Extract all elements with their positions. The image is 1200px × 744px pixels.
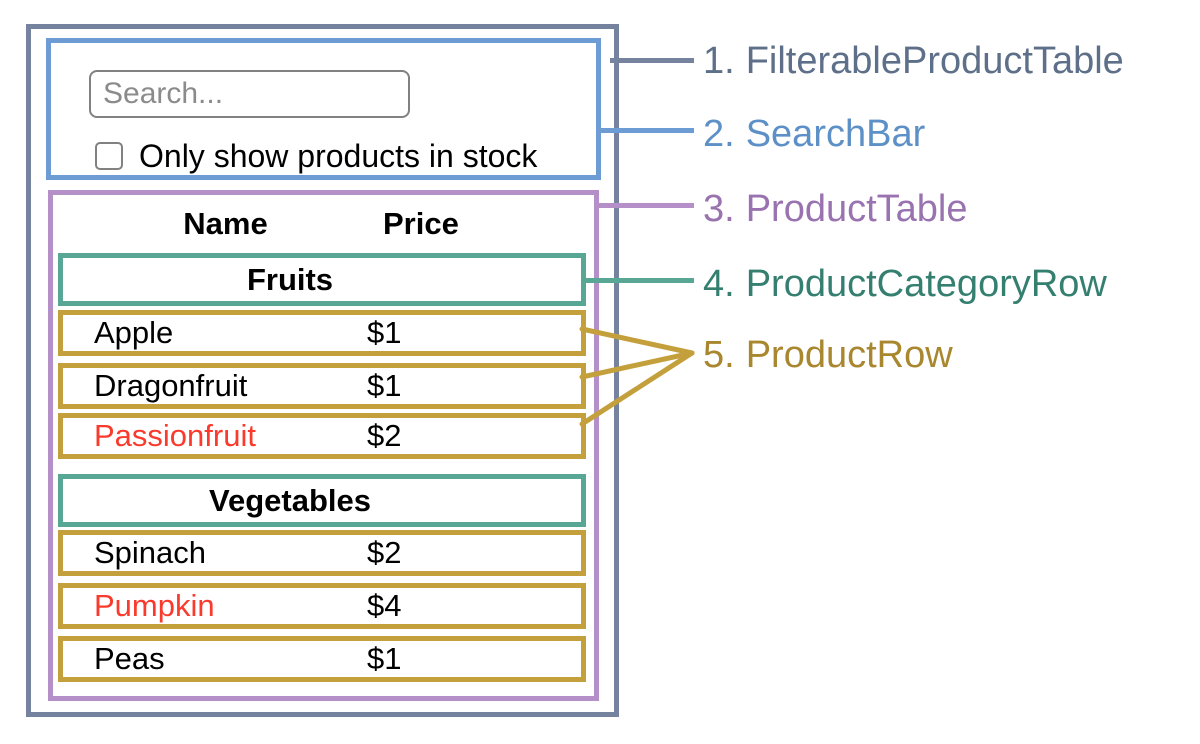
product-name: Apple <box>94 315 174 350</box>
product-name: Dragonfruit <box>94 368 248 403</box>
product-price: $4 <box>367 588 402 623</box>
product-row: Passionfruit $2 <box>58 413 586 459</box>
legend-item-search-bar: 2. SearchBar <box>703 112 925 156</box>
legend-label: ProductTable <box>745 188 968 230</box>
product-row: Apple $1 <box>58 310 586 356</box>
product-price: $2 <box>367 418 402 453</box>
product-name: Passionfruit <box>94 418 256 453</box>
column-header-name: Name <box>183 206 268 241</box>
legend-item-product-table: 3. ProductTable <box>703 187 968 231</box>
product-row: Peas $1 <box>58 636 586 682</box>
legend-number: 2. <box>703 113 735 155</box>
legend-item-filterable-product-table: 1. FilterableProductTable <box>703 39 1124 83</box>
product-name: Pumpkin <box>94 588 215 623</box>
product-price: $1 <box>367 641 402 676</box>
filterable-product-table-box: Only show products in stock Name Price F… <box>26 24 619 717</box>
product-price: $1 <box>367 368 402 403</box>
product-row: Pumpkin $4 <box>58 583 586 629</box>
legend-number: 5. <box>703 334 735 376</box>
legend-label: FilterableProductTable <box>745 40 1124 82</box>
column-header-price: Price <box>383 206 459 241</box>
legend-item-product-row: 5. ProductRow <box>703 333 953 377</box>
product-category-row: Vegetables <box>58 474 586 527</box>
legend-number: 1. <box>703 40 735 82</box>
in-stock-checkbox[interactable] <box>95 142 123 170</box>
product-price: $1 <box>367 315 402 350</box>
table-header-row: Name Price <box>58 197 594 251</box>
product-row: Dragonfruit $1 <box>58 363 586 409</box>
product-category-row: Fruits <box>58 253 586 306</box>
legend-number: 4. <box>703 263 735 305</box>
search-input[interactable] <box>89 70 410 118</box>
product-name: Peas <box>94 641 165 676</box>
product-table-box: Name Price Fruits Apple $1 Dragonfruit $… <box>48 190 599 701</box>
legend-label: ProductRow <box>745 334 953 376</box>
legend-label: ProductCategoryRow <box>745 263 1107 305</box>
legend-item-product-category-row: 4. ProductCategoryRow <box>703 262 1107 306</box>
product-price: $2 <box>367 535 402 570</box>
in-stock-checkbox-label: Only show products in stock <box>139 138 538 174</box>
legend-label: SearchBar <box>745 113 926 155</box>
product-name: Spinach <box>94 535 207 570</box>
legend-number: 3. <box>703 188 735 230</box>
search-bar-box: Only show products in stock <box>46 38 601 180</box>
product-row: Spinach $2 <box>58 530 586 576</box>
